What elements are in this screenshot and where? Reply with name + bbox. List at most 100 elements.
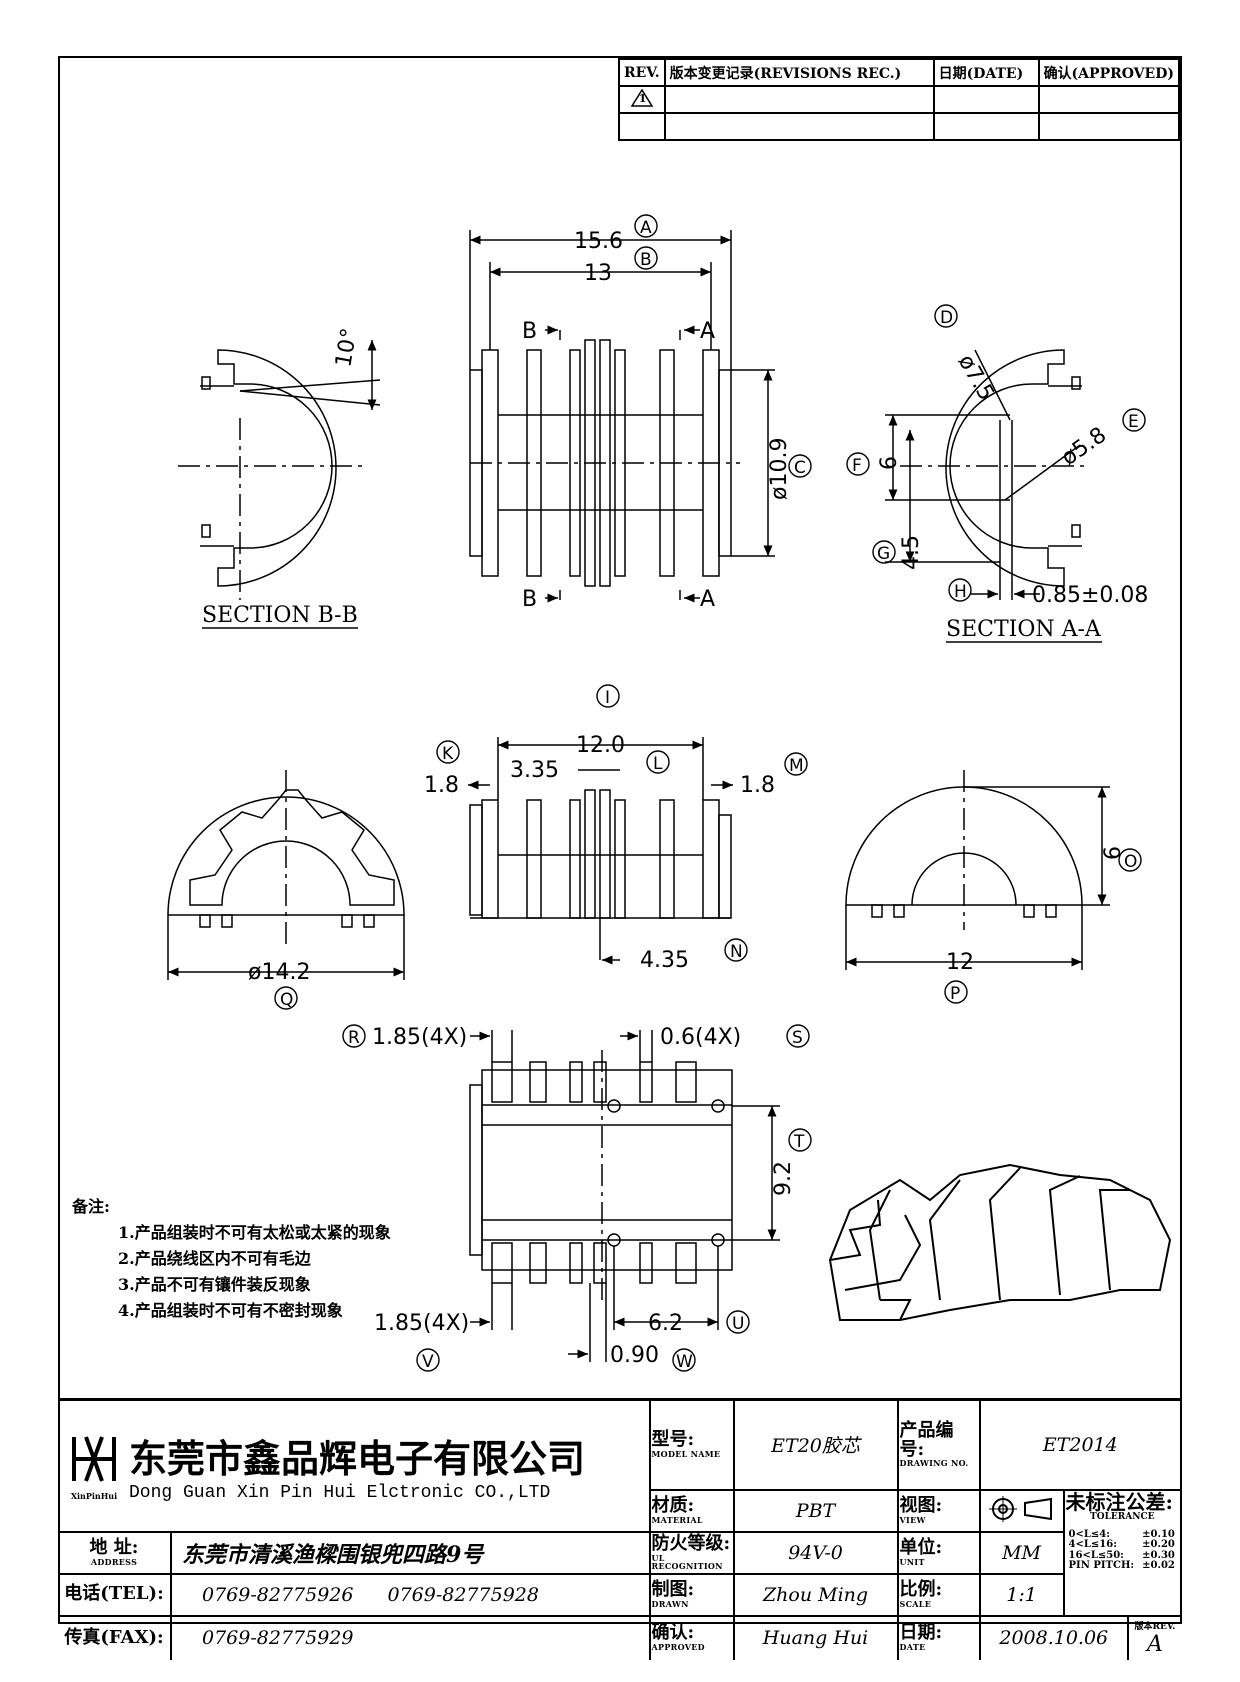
tolerance-label: 未标注公差: bbox=[1065, 1489, 1173, 1514]
rev-cell: 版本REV. A bbox=[1127, 1614, 1181, 1660]
side-view: 12.0 3.35 1.8 1.8 4.35 bbox=[424, 733, 775, 973]
svg-text:B: B bbox=[640, 250, 652, 270]
callout-l: L bbox=[646, 750, 670, 774]
dim-14-2: ø14.2 bbox=[248, 960, 310, 985]
tolerance-label-en: TOLERANCE bbox=[1090, 1511, 1155, 1522]
view-label: 视图:VIEW bbox=[896, 1488, 981, 1533]
callout-p: P bbox=[944, 980, 968, 1004]
revision-cell bbox=[932, 85, 1040, 114]
revision-triangle-icon: 1 bbox=[630, 88, 653, 107]
company-name-cn: 东莞市鑫品辉电子有限公司 bbox=[129, 1436, 586, 1482]
svg-text:S: S bbox=[792, 1028, 803, 1048]
svg-text:R: R bbox=[348, 1028, 360, 1048]
technical-drawing: 10° SECTION B-B 15.6 13 ø10.9 B B A A bbox=[167, 214, 1172, 1372]
revision-cell bbox=[932, 112, 1040, 141]
callout-s: S bbox=[786, 1024, 810, 1048]
approved-value: Huang Hui bbox=[732, 1614, 899, 1660]
revision-cell bbox=[1037, 85, 1181, 114]
dim-1-8-m: 1.8 bbox=[740, 773, 775, 798]
dim-10-9: ø10.9 bbox=[767, 438, 792, 500]
svg-text:L: L bbox=[653, 754, 663, 774]
dim-15-6: 15.6 bbox=[574, 229, 623, 254]
approved-header: 确认(APPROVED) bbox=[1037, 58, 1181, 87]
dim-6-2: 6.2 bbox=[648, 1311, 683, 1336]
date-value: 2008.10.06 bbox=[978, 1614, 1130, 1660]
flame-label: 防火等级:UL RECOGNITION bbox=[648, 1530, 735, 1575]
marker-a-top: A bbox=[700, 319, 715, 344]
dim-12: 12 bbox=[946, 950, 974, 975]
drawn-value: Zhou Ming bbox=[732, 1572, 899, 1617]
svg-text:C: C bbox=[794, 458, 806, 478]
note-item: 4.产品组装时不可有不密封现象 bbox=[118, 1301, 343, 1320]
rev-value: A bbox=[1147, 1632, 1163, 1657]
callout-v: V bbox=[416, 1348, 440, 1372]
revision-cell bbox=[663, 112, 935, 141]
callout-q: Q bbox=[274, 986, 298, 1010]
callout-g: G bbox=[872, 540, 896, 564]
flame-value: 94V-0 bbox=[732, 1530, 899, 1575]
callout-d: D bbox=[934, 304, 958, 328]
callout-t: T bbox=[788, 1128, 812, 1152]
dim-12-0: 12.0 bbox=[576, 733, 625, 758]
revision-cell bbox=[618, 112, 666, 141]
svg-text:A: A bbox=[640, 218, 652, 238]
revision-cell bbox=[1037, 112, 1181, 141]
revision-cell bbox=[663, 85, 935, 114]
title-block: XinPinHui 东莞市鑫品辉电子有限公司 Dong Guan Xin Pin… bbox=[58, 1398, 1183, 1660]
marker-b-bottom: B bbox=[522, 587, 537, 612]
svg-text:I: I bbox=[605, 688, 610, 708]
dim-7-5: ø7.5 bbox=[953, 351, 999, 405]
company-name-en: Dong Guan Xin Pin Hui Elctronic CO.,LTD bbox=[129, 1483, 551, 1504]
dim-1-85-v: 1.85(4X) bbox=[374, 1311, 469, 1336]
svg-text:T: T bbox=[793, 1132, 805, 1152]
svg-text:G: G bbox=[877, 544, 890, 564]
callout-i: I bbox=[596, 684, 620, 708]
scale-label: 比例:SCALE bbox=[896, 1572, 981, 1617]
dim-0-85: 0.85±0.08 bbox=[1032, 583, 1148, 608]
svg-text:O: O bbox=[1124, 852, 1137, 872]
dim-3-35: 3.35 bbox=[510, 758, 559, 783]
tel-label: 电话(TEL): bbox=[58, 1572, 172, 1617]
dim-0-6: 0.6(4X) bbox=[660, 1025, 741, 1050]
dim-1-8-k: 1.8 bbox=[424, 773, 459, 798]
rev-number: 1 bbox=[638, 91, 647, 105]
section-b-b-label: SECTION B-B bbox=[202, 603, 358, 628]
svg-text:M: M bbox=[789, 756, 804, 776]
dim-9-2: 9.2 bbox=[771, 1161, 796, 1196]
dim-4-35: 4.35 bbox=[640, 948, 689, 973]
revisions-header: 版本变更记录(REVISIONS REC.) bbox=[663, 58, 935, 87]
callout-f: F bbox=[846, 452, 870, 476]
callout-m: M bbox=[784, 752, 808, 776]
svg-text:W: W bbox=[676, 1352, 693, 1372]
material-label: 材质:MATERIAL bbox=[648, 1488, 735, 1533]
svg-text:K: K bbox=[442, 744, 454, 764]
tel-1: 0769-82775926 bbox=[202, 1583, 354, 1606]
section-a-a-view: ø7.5 ø5.8 6 4.5 0.85±0.08 SECTION A-A bbox=[877, 349, 1148, 643]
dim-0-90: 0.90 bbox=[610, 1343, 659, 1368]
svg-text:P: P bbox=[950, 984, 960, 1004]
scale-value: 1:1 bbox=[978, 1572, 1065, 1617]
address-value: 东莞市清溪渔樑围银兜四路9号 bbox=[170, 1530, 651, 1575]
callout-c: C bbox=[788, 454, 812, 478]
date-label: 日期:DATE bbox=[896, 1614, 981, 1660]
svg-text:F: F bbox=[852, 456, 862, 476]
model-label: 型号:MODEL NAME bbox=[648, 1398, 735, 1491]
callout-a: A bbox=[634, 214, 658, 238]
svg-text:U: U bbox=[732, 1314, 744, 1334]
material-value: PBT bbox=[732, 1488, 899, 1533]
rev-triangle-cell: 1 bbox=[618, 85, 666, 114]
logo-text: XinPinHui bbox=[70, 1490, 118, 1501]
dome-end-view: 6 12 bbox=[845, 770, 1126, 975]
callout-n: N bbox=[724, 938, 748, 962]
rev-label: 版本REV. bbox=[1134, 1622, 1176, 1632]
note-item: 3.产品不可有镶件装反现象 bbox=[118, 1275, 311, 1294]
bottom-view: 1.85(4X) 0.6(4X) 9.2 6.2 1.85(4X) 0.90 bbox=[372, 1025, 796, 1368]
callout-markers: A B C D E F G H I K L M N O P Q R S T U … bbox=[274, 214, 1146, 1372]
unit-label: 单位:UNIT bbox=[896, 1530, 981, 1575]
dim-5-8: ø5.8 bbox=[1057, 423, 1111, 471]
svg-text:H: H bbox=[954, 582, 967, 602]
callout-e: E bbox=[1122, 408, 1146, 432]
notes: 备注: 1.产品组装时不可有太松或太紧的现象 2.产品绕线区内不可有毛边 3.产… bbox=[72, 1194, 391, 1324]
marker-a-bottom: A bbox=[700, 587, 715, 612]
